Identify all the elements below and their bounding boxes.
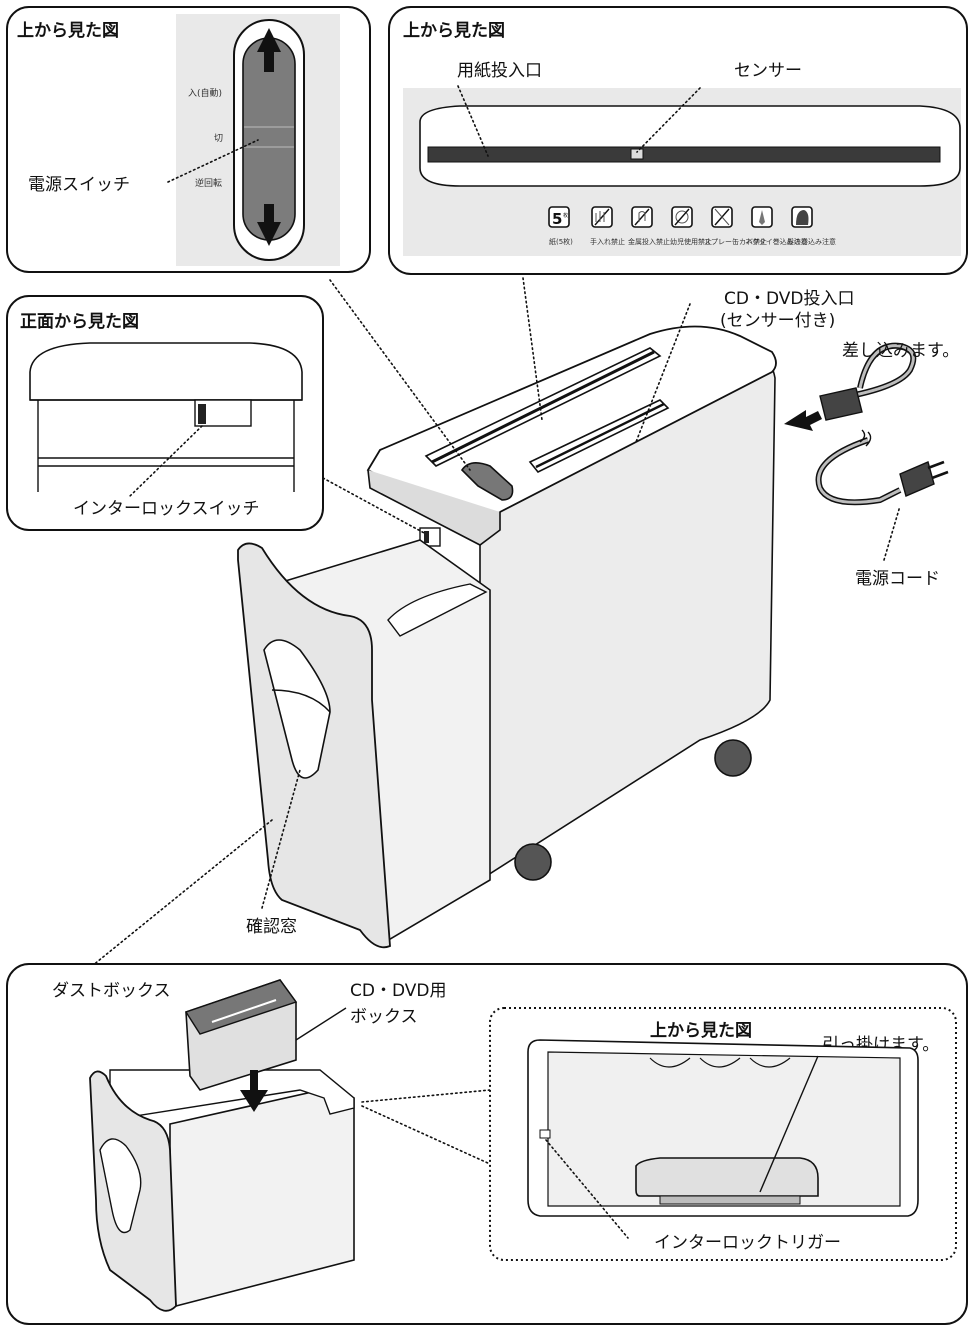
shredder-illustration	[237, 325, 777, 949]
warning-icons: 5 枚 紙(5枚) 手入れ禁止 金属投入禁止 幼児使用禁止	[548, 206, 836, 246]
svg-text:枚: 枚	[563, 212, 568, 219]
plug-in-label: 差し込みます。	[842, 341, 959, 361]
cd-slot-label-2: (センサー付き)	[720, 311, 835, 331]
interlock-switch	[198, 404, 206, 424]
arrow-down-icon	[257, 204, 281, 246]
wheel-back	[714, 739, 752, 777]
switch-position-reverse: 逆回転	[195, 177, 222, 189]
no-hair-icon: 髪の巻込み注意	[787, 206, 836, 246]
cd-slot-label-1: CD・DVD投入口	[724, 289, 854, 309]
cd-box-label-2: ボックス	[350, 1007, 418, 1027]
wheel-front	[514, 843, 552, 881]
svg-text:5: 5	[552, 210, 562, 228]
top-cover	[419, 105, 961, 187]
no-clip-icon: 金属投入禁止	[628, 206, 670, 246]
paper-slot-label: 用紙投入口	[457, 61, 542, 81]
interlock-trigger	[539, 1129, 551, 1139]
plug	[899, 461, 935, 497]
panel-dust-box: ダストボックス CD・DVD用 ボックス 上から見た図 引っ掛けます。 インター…	[6, 963, 968, 1325]
arrow-down-icon	[240, 1070, 268, 1112]
icon-caption: 金属投入禁止	[628, 237, 670, 246]
cd-box-label-1: CD・DVD用	[350, 981, 446, 1001]
dust-box-label: ダストボックス	[52, 981, 171, 1001]
icon-caption: 手入れ禁止	[590, 237, 625, 246]
sensor	[630, 148, 644, 160]
capacity-icon: 5 枚 紙(5枚)	[548, 206, 573, 246]
interlock-switch-label: インターロックスイッチ	[73, 499, 260, 519]
no-spray-icon: スプレー缶カバ禁止	[704, 206, 767, 246]
panel-front-view: 正面から見た図 インターロックスイッチ	[6, 295, 324, 531]
panel-title: 上から見た図	[650, 1021, 752, 1041]
sensor-label: センサー	[734, 61, 802, 81]
power-switch-3d	[460, 462, 514, 501]
panel-slot-top-view: 上から見た図 用紙投入口 センサー 5 枚 紙(5枚) 手入れ禁止	[388, 6, 968, 275]
icon-caption: 髪の巻込み注意	[787, 237, 836, 246]
switch-position-on: 入(自動)	[188, 87, 222, 99]
insert-arrow-icon	[784, 410, 822, 431]
power-switch-label: 電源スイッチ	[28, 175, 130, 195]
window-label: 確認窓	[246, 917, 297, 937]
icon-caption: スプレー缶カバ禁止	[704, 237, 767, 246]
connector	[819, 387, 863, 421]
hook-tab	[635, 1157, 819, 1197]
window	[263, 639, 331, 779]
panel-title: 正面から見た図	[20, 312, 139, 332]
panel-title: 上から見た図	[17, 21, 119, 41]
no-hand-icon: 手入れ禁止	[590, 206, 625, 246]
no-tie-icon: ネクタイ巻込み注意	[745, 206, 808, 246]
power-cord-label: 電源コード	[855, 569, 940, 589]
arrow-up-icon	[257, 28, 281, 72]
icon-caption: ネクタイ巻込み注意	[745, 237, 808, 246]
paper-slot	[427, 146, 941, 163]
interlock-trigger-label: インターロックトリガー	[654, 1233, 841, 1253]
panel-switch-top-view: 上から見た図 入(自動) 切 逆回転 電源スイッチ	[6, 6, 371, 273]
switch-position-off: 切	[214, 133, 223, 144]
icon-caption: 幼児使用禁止	[670, 237, 712, 246]
panel-title: 上から見た図	[403, 21, 505, 41]
power-cord	[784, 342, 949, 506]
no-child-icon: 幼児使用禁止	[670, 206, 712, 246]
icon-caption: 紙(5枚)	[549, 237, 573, 246]
